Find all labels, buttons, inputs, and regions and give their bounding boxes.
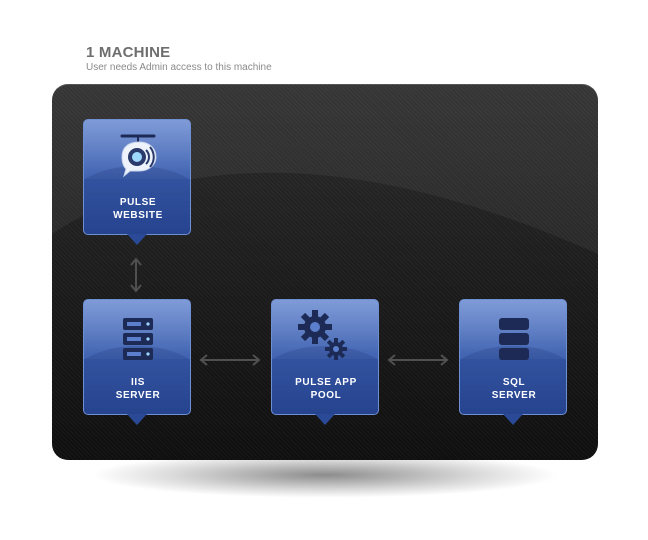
node-body: IIS SERVER: [83, 299, 191, 415]
node-label-line1: PULSE APP: [295, 377, 357, 388]
arrow-iis-apppool: [199, 354, 261, 366]
diagram-panel: PULSE WEBSITE IIS SERVER: [52, 84, 598, 460]
database-icon: [499, 318, 529, 360]
node-body: PULSE APP POOL: [271, 299, 379, 415]
node-pointer: [127, 414, 147, 425]
arrow-apppool-sql: [387, 354, 449, 366]
node-body: SQL SERVER: [459, 299, 567, 415]
page-subtitle: User needs Admin access to this machine: [86, 62, 272, 73]
node-label-line1: SQL: [502, 377, 526, 388]
node-label-line2: WEBSITE: [113, 210, 163, 221]
pulse-logo-icon: [120, 134, 157, 178]
server-rack-icon: [123, 318, 153, 360]
node-body: PULSE WEBSITE: [83, 119, 191, 235]
node-pointer: [127, 234, 147, 245]
header: 1 MACHINE User needs Admin access to thi…: [86, 44, 272, 74]
node-pointer: [315, 414, 335, 425]
node-pulse-app-pool: PULSE APP POOL: [271, 299, 379, 425]
node-pointer: [503, 414, 523, 425]
node-label-line1: IIS: [130, 377, 146, 388]
node-label-line1: PULSE: [119, 197, 157, 208]
node-label-line2: SERVER: [491, 390, 537, 401]
node-sql-server: SQL SERVER: [459, 299, 567, 425]
page-title: 1 MACHINE: [86, 44, 171, 61]
node-label-line2: SERVER: [115, 390, 161, 401]
node-iis-server: IIS SERVER: [83, 299, 191, 425]
arrow-website-iis: [130, 257, 142, 293]
node-label-line2: POOL: [310, 390, 342, 401]
gears-icon: [298, 310, 347, 360]
node-pulse-website: PULSE WEBSITE: [83, 119, 191, 245]
